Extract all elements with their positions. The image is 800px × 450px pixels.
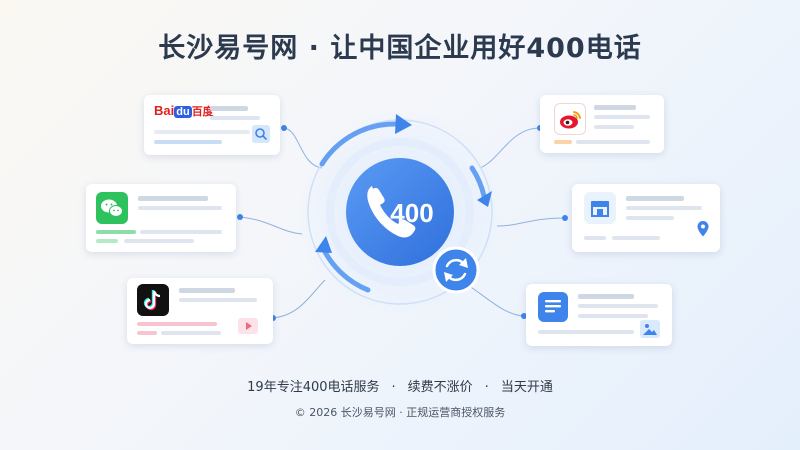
text-placeholder xyxy=(210,116,260,120)
text-placeholder xyxy=(210,106,248,111)
wechat-card[interactable] xyxy=(86,184,236,252)
phone-icon xyxy=(367,186,416,238)
search-icon[interactable] xyxy=(252,125,270,143)
tagline-item: 当天开通 xyxy=(500,380,553,395)
text-placeholder xyxy=(179,288,235,293)
tagline-separator: · xyxy=(391,380,396,395)
text-placeholder xyxy=(626,216,674,220)
text-placeholder xyxy=(594,105,636,110)
douyin-card[interactable] xyxy=(127,278,273,344)
text-placeholder xyxy=(96,239,118,243)
text-placeholder xyxy=(626,196,684,201)
text-placeholder xyxy=(578,294,634,299)
text-placeholder xyxy=(584,236,606,240)
text-placeholder xyxy=(538,330,634,334)
text-placeholder xyxy=(161,331,221,335)
tagline-item: 19年专注400电话服务 xyxy=(247,380,380,395)
text-placeholder xyxy=(594,115,650,119)
text-placeholder xyxy=(612,236,660,240)
text-placeholder xyxy=(576,140,650,144)
hub-badge-text: 400 xyxy=(390,198,433,228)
text-placeholder xyxy=(96,230,136,234)
text-placeholder xyxy=(138,196,208,201)
baidu-logo-bai: Bai xyxy=(154,103,175,118)
tagline-item: 续费不涨价 xyxy=(407,380,473,395)
page-title: 长沙易号网 · 让中国企业用好400电话 xyxy=(158,33,642,64)
tagline: 19年专注400电话服务 · 续费不涨价 · 当天开通 xyxy=(0,376,800,395)
weibo-card[interactable] xyxy=(540,95,664,153)
baidu-logo-cn: 百度 xyxy=(191,106,214,118)
text-placeholder xyxy=(137,322,217,326)
copyright: © 2026 长沙易号网 · 正规运营商授权服务 xyxy=(294,406,506,419)
arrow-heads xyxy=(315,114,492,253)
wechat-icon xyxy=(96,192,128,224)
text-placeholder xyxy=(626,206,702,210)
text-placeholder xyxy=(138,206,222,210)
weibo-icon xyxy=(554,103,586,135)
text-placeholder xyxy=(594,125,634,129)
text-placeholder xyxy=(578,314,648,318)
baidu-logo-du: du xyxy=(174,106,192,118)
store-icon xyxy=(584,192,616,224)
text-placeholder xyxy=(154,140,222,144)
text-placeholder xyxy=(124,239,194,243)
text-placeholder xyxy=(140,230,222,234)
article-icon xyxy=(538,292,568,322)
text-placeholder xyxy=(179,298,257,302)
play-icon[interactable] xyxy=(238,318,258,334)
tagline-separator: · xyxy=(484,380,489,395)
search-field-placeholder xyxy=(154,130,250,134)
article-card[interactable] xyxy=(526,284,672,346)
store-card[interactable] xyxy=(572,184,720,252)
hub-circle xyxy=(346,158,454,266)
sync-badge[interactable] xyxy=(432,246,480,294)
text-placeholder xyxy=(554,140,572,144)
douyin-icon xyxy=(137,284,169,316)
location-pin-icon[interactable] xyxy=(696,220,710,238)
inner-ring xyxy=(326,138,474,286)
text-placeholder xyxy=(578,304,658,308)
text-placeholder xyxy=(137,331,157,335)
image-icon[interactable] xyxy=(640,320,660,338)
sync-arrowheads xyxy=(444,258,468,282)
